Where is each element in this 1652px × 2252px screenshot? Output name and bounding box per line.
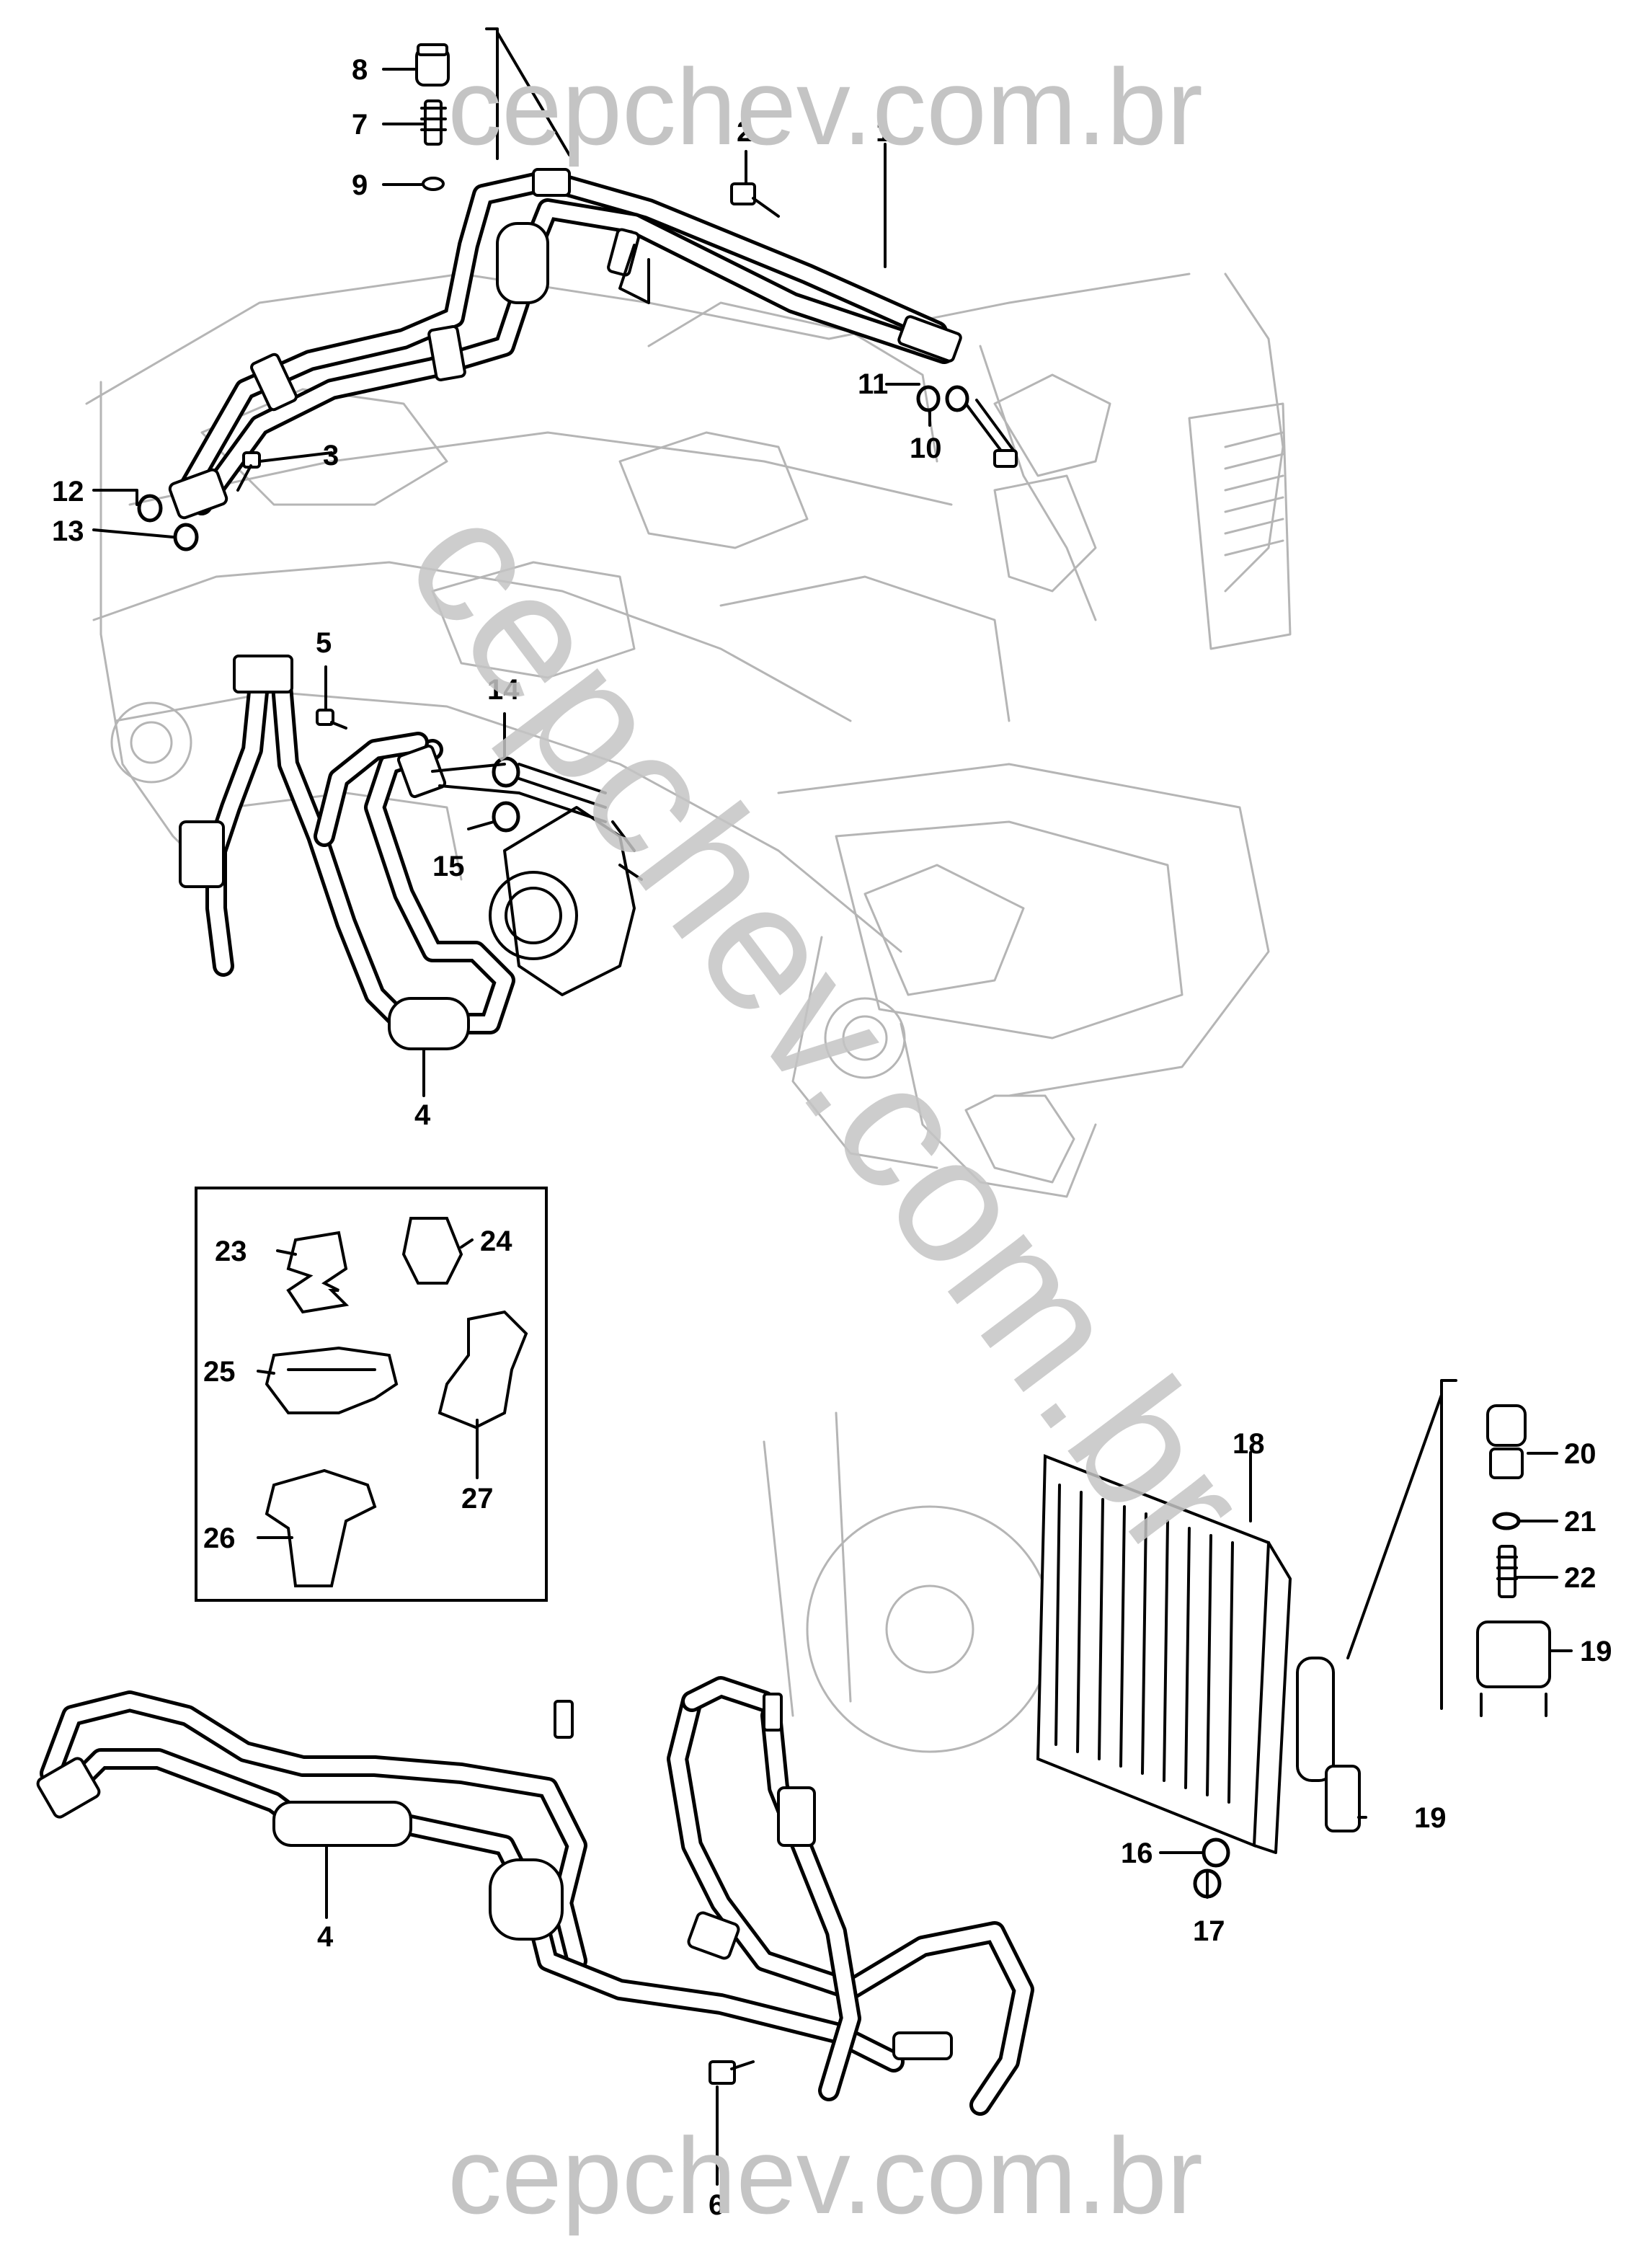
callout-27: 27 [461, 1483, 494, 1515]
callout-25: 25 [203, 1356, 236, 1388]
bracket-right [1440, 1379, 1457, 1710]
callout-21: 21 [1564, 1506, 1597, 1538]
callout-23: 23 [215, 1236, 247, 1267]
clip-24 [401, 1217, 463, 1285]
clip-23 [286, 1231, 350, 1314]
oring-21 [1492, 1512, 1521, 1530]
callout-4-upper: 4 [414, 1099, 431, 1131]
upper-pipe-assembly [168, 168, 962, 520]
ac-compressor [489, 763, 643, 996]
callout-19-lower: 19 [1414, 1802, 1447, 1834]
callout-3: 3 [323, 440, 339, 471]
watermark-diagonal: cepchev.com.br [369, 466, 1287, 1592]
leader-lines [92, 31, 1573, 2186]
callout-12: 12 [52, 476, 84, 507]
receiver-drier-19 [1476, 1621, 1551, 1717]
callout-15: 15 [432, 851, 465, 882]
callout-10: 10 [910, 433, 942, 464]
callout-8: 8 [352, 54, 368, 86]
clip-26 [265, 1468, 377, 1587]
callout-2: 2 [737, 116, 752, 148]
callout-20: 20 [1564, 1438, 1597, 1470]
callout-9: 9 [352, 169, 368, 201]
callout-17: 17 [1193, 1915, 1225, 1947]
bolt-2 [730, 182, 780, 218]
callout-26: 26 [203, 1522, 236, 1554]
radiator-fan-background [763, 1411, 1054, 1753]
orings-10-11 [916, 385, 1018, 468]
hose-assembly-lower [36, 1676, 1034, 2116]
vehicle-body-background [85, 272, 1292, 1198]
callout-11: 11 [858, 368, 888, 400]
callout-4-lower: 4 [317, 1921, 334, 1953]
callout-13: 13 [52, 515, 84, 547]
bolt-6 [709, 2060, 755, 2085]
compressor-hose-upper [179, 655, 520, 1050]
condenser [1036, 1454, 1361, 1854]
oring-15 [492, 801, 520, 833]
clip-kit-frame [195, 1187, 548, 1602]
oring-12 [137, 494, 163, 523]
clip-25 [265, 1346, 399, 1414]
watermark-top: cepchev.com.br [448, 46, 1203, 167]
callout-22: 22 [1564, 1562, 1597, 1594]
callout-18: 18 [1233, 1428, 1265, 1460]
callout-14: 14 [487, 674, 520, 706]
clip-27 [438, 1310, 528, 1429]
watermark-bottom: cepchev.com.br [448, 2115, 1203, 2236]
callout-16: 16 [1121, 1837, 1153, 1869]
bracket-top [485, 27, 499, 160]
pressure-switch-20 [1486, 1404, 1527, 1479]
service-valve-stack [415, 43, 450, 191]
callout-labels: 1 2 3 4 4 5 6 7 8 9 10 11 12 13 14 15 16… [52, 54, 1612, 2221]
callout-24: 24 [480, 1225, 512, 1257]
valve-core-22 [1496, 1545, 1518, 1598]
oring-13 [173, 523, 199, 551]
callout-1: 1 [876, 116, 892, 148]
bolt-5 [316, 709, 347, 730]
callout-7: 7 [352, 109, 368, 141]
oring-14 [492, 756, 520, 788]
callout-6: 6 [709, 2189, 724, 2221]
callout-19-right: 19 [1580, 1636, 1612, 1667]
bolt-3 [236, 451, 261, 492]
oring-16 [1202, 1837, 1230, 1868]
callout-5: 5 [316, 627, 332, 659]
